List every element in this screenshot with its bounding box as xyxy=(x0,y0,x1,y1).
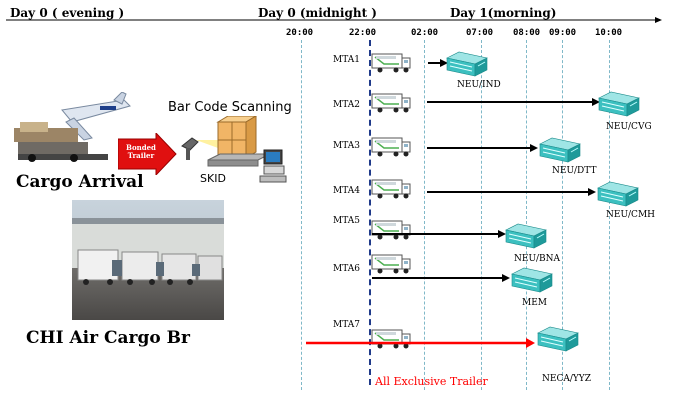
bar-code-scanning-label: Bar Code Scanning xyxy=(168,100,292,115)
time-label: 09:00 xyxy=(549,28,577,38)
warehouse-trucks-photo xyxy=(72,200,224,320)
time-label: 08:00 xyxy=(513,28,541,38)
bonded-trailer-arrow xyxy=(118,133,177,175)
time-label: 20:00 xyxy=(286,28,314,38)
mta-label: MTA7 xyxy=(333,320,360,330)
time-label: 07:00 xyxy=(466,28,494,38)
time-label: 22:00 xyxy=(349,28,377,38)
facility-building-icon xyxy=(537,326,579,352)
truck-icon xyxy=(371,329,411,350)
mta-label: MTA1 xyxy=(333,55,360,65)
truck-icon xyxy=(371,254,411,275)
destination-label: NEU/CMH xyxy=(606,210,656,220)
barcode-scanning-illustration xyxy=(181,116,287,183)
mta-label: MTA4 xyxy=(333,186,360,196)
destination-label: NEU/BNA xyxy=(514,254,561,264)
day0-evening-label: Day 0 ( evening ) xyxy=(10,6,125,20)
destination-label: NEU/IND xyxy=(457,80,501,90)
time-guide-line xyxy=(609,40,610,390)
facility-building-icon xyxy=(539,137,581,163)
mta-label: MTA2 xyxy=(333,100,360,110)
truck-icon xyxy=(371,179,411,200)
mta-label: MTA3 xyxy=(333,141,360,151)
day0-midnight-label: Day 0 (midnight ) xyxy=(258,6,377,20)
facility-building-icon xyxy=(511,267,553,293)
chi-air-cargo-label: CHI Air Cargo Br xyxy=(26,328,190,348)
truck-icon xyxy=(371,137,411,158)
facility-building-icon xyxy=(598,91,640,117)
truck-icon xyxy=(371,93,411,114)
cargo-arrival-label: Cargo Arrival xyxy=(16,172,144,192)
facility-building-icon xyxy=(597,181,639,207)
bonded-trailer-label: Bonded Trailer xyxy=(126,143,156,160)
midnight-guide-line xyxy=(369,40,371,385)
time-guide-line xyxy=(301,40,302,390)
time-label: 02:00 xyxy=(411,28,439,38)
time-label: 10:00 xyxy=(595,28,623,38)
facility-building-icon xyxy=(446,51,488,77)
destination-label: NEU/DTT xyxy=(552,166,597,176)
truck-icon xyxy=(371,53,411,74)
exclusive-trailer-label: All Exclusive Trailer xyxy=(375,375,488,388)
facility-building-icon xyxy=(505,223,547,249)
airplane-cargo-illustration xyxy=(14,92,134,164)
destination-label: MEM xyxy=(522,298,548,308)
mta-label: MTA6 xyxy=(333,264,360,274)
destination-label: NECA/YYZ xyxy=(542,374,591,384)
time-guide-line xyxy=(562,40,563,390)
time-guide-line xyxy=(424,40,425,390)
truck-icon xyxy=(371,220,411,241)
day1-morning-label: Day 1(morning) xyxy=(450,6,557,20)
mta-label: MTA5 xyxy=(333,216,360,226)
time-guide-line xyxy=(481,40,482,390)
time-guide-line xyxy=(526,40,527,390)
skid-label: SKID xyxy=(200,172,226,185)
destination-label: NEU/CVG xyxy=(606,122,652,132)
